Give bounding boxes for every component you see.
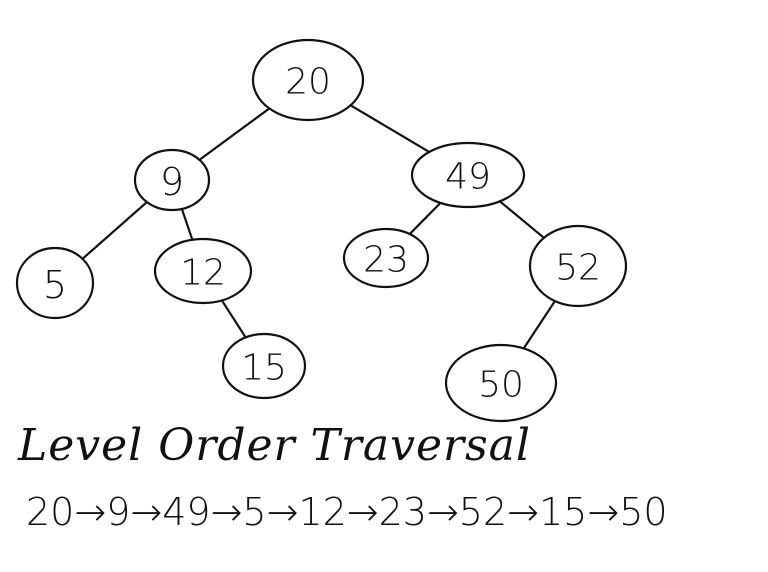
edge-20-9 <box>198 107 271 161</box>
tree-node-49: 49 <box>410 141 526 209</box>
node-label: 52 <box>555 248 601 289</box>
tree-node-5: 5 <box>15 246 95 320</box>
tree-node-52: 52 <box>528 224 628 308</box>
nodes-layer: 20 9 49 5 12 23 52 15 50 <box>15 38 628 423</box>
node-circle <box>528 224 628 308</box>
node-label: 9 <box>160 160 184 204</box>
traversal-sequence: 20→9→49→5→12→23→52→15→50 <box>26 490 668 534</box>
edge-52-50 <box>522 299 557 350</box>
edge-9-12 <box>180 207 194 241</box>
node-label: 12 <box>180 253 226 294</box>
node-circle <box>15 246 95 320</box>
tree-node-50: 50 <box>444 343 558 423</box>
edge-49-52 <box>498 200 546 239</box>
tree-node-23: 23 <box>342 227 430 289</box>
edge-49-23 <box>408 201 442 236</box>
node-label: 50 <box>478 365 524 406</box>
node-circle <box>251 38 365 122</box>
tree-node-12: 12 <box>153 237 253 305</box>
tree-node-9: 9 <box>133 148 211 212</box>
node-circle <box>444 343 558 423</box>
node-circle <box>410 141 526 209</box>
node-circle <box>133 148 211 212</box>
diagram-heading: Level Order Traversal <box>18 420 531 471</box>
tree-node-20: 20 <box>251 38 365 122</box>
node-label: 5 <box>43 263 67 307</box>
node-circle <box>342 227 430 289</box>
node-label: 23 <box>363 240 409 281</box>
node-circle <box>153 237 253 305</box>
edge-20-49 <box>349 104 431 154</box>
edge-12-15 <box>220 299 247 339</box>
edges-layer <box>81 104 557 350</box>
node-label: 20 <box>285 62 331 103</box>
node-label: 15 <box>241 348 287 389</box>
tree-node-15: 15 <box>221 332 307 400</box>
node-label: 49 <box>445 157 491 198</box>
edge-9-5 <box>81 200 149 260</box>
node-circle <box>221 332 307 400</box>
